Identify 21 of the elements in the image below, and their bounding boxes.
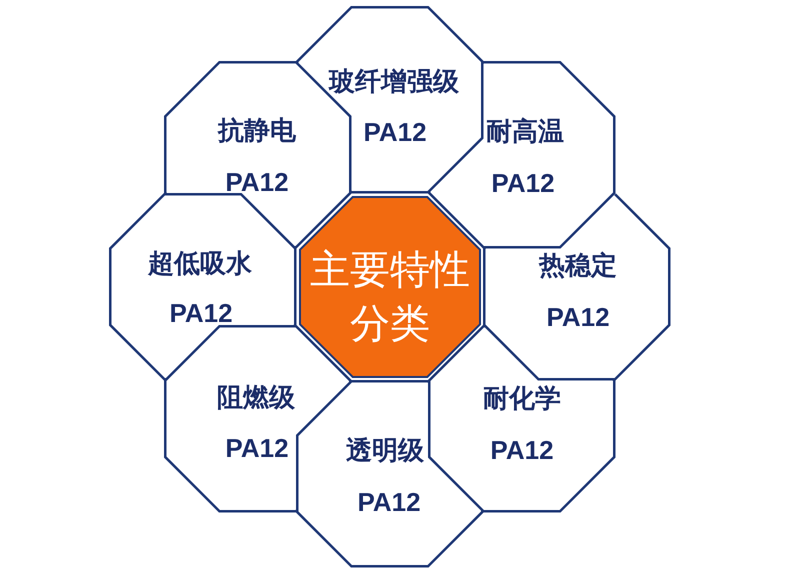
grade-label: PA12 xyxy=(546,304,610,330)
feature-label: 玻纤增强级 xyxy=(329,68,459,94)
feature-label: 阻燃级 xyxy=(216,384,295,410)
feature-label: 热稳定 xyxy=(539,252,617,278)
grade-label: PA12 xyxy=(363,119,427,145)
grade-label: PA12 xyxy=(169,300,233,326)
feature-label: 透明级 xyxy=(346,437,424,463)
octagon xyxy=(109,193,297,381)
feature-label: 耐化学 xyxy=(482,384,561,411)
octagon xyxy=(428,325,616,513)
feature-label: 耐高温 xyxy=(486,118,564,144)
grade-label: PA12 xyxy=(357,489,421,515)
octagon xyxy=(296,380,484,568)
octagon xyxy=(483,193,671,381)
feature-label: 超低吸水 xyxy=(148,250,252,276)
feature-label: 抗静电 xyxy=(218,116,296,143)
grade-label: PA12 xyxy=(225,168,289,195)
grade-label: PA12 xyxy=(225,434,289,461)
grade-label: PA12 xyxy=(490,436,554,463)
grade-label: PA12 xyxy=(491,170,555,196)
center-title: 主要特性分类 xyxy=(309,247,471,348)
